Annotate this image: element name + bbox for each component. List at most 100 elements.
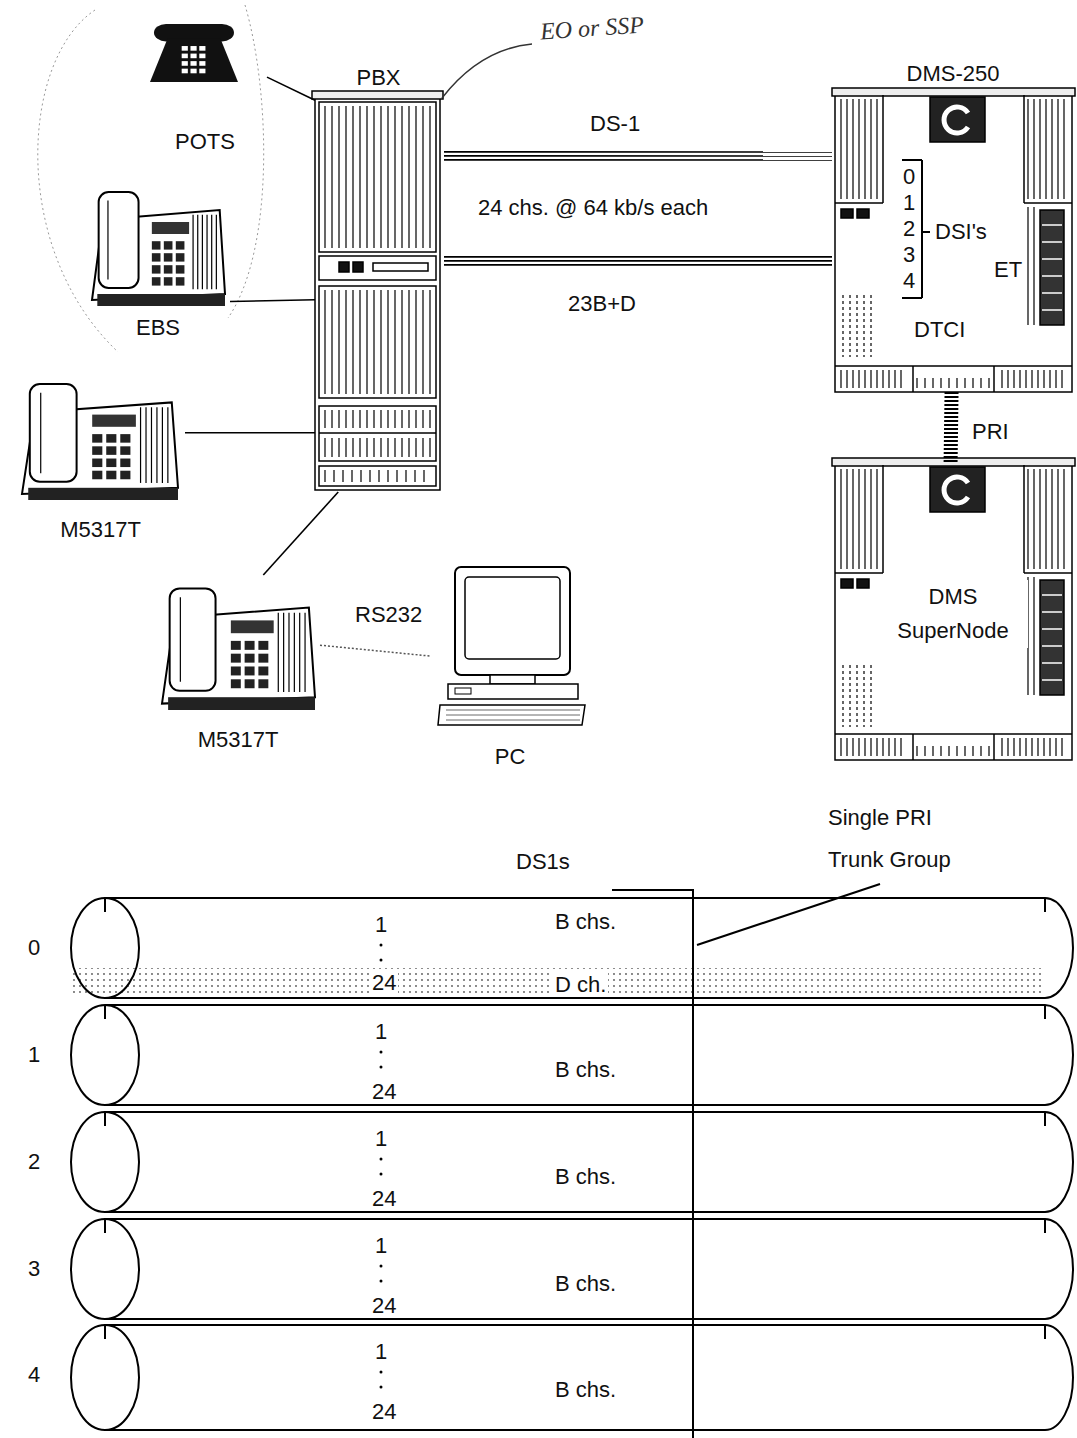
panel-stripe bbox=[888, 738, 889, 756]
key bbox=[92, 471, 102, 480]
panel-stripe bbox=[1013, 738, 1014, 756]
panel-stripe bbox=[415, 438, 416, 457]
panel-stripe bbox=[387, 470, 388, 482]
panel-stripe bbox=[948, 746, 949, 756]
slot bbox=[373, 263, 428, 271]
node-label: 1 bbox=[373, 1340, 389, 1364]
key-row bbox=[446, 715, 580, 716]
node-label: POTS bbox=[145, 130, 265, 154]
panel-stripe bbox=[396, 470, 397, 482]
key bbox=[152, 265, 161, 273]
panel-stripe bbox=[870, 99, 871, 199]
panel-stripe bbox=[331, 438, 332, 457]
cylinder-tick bbox=[1044, 898, 1046, 912]
panel-stripe bbox=[894, 738, 895, 756]
system-unit bbox=[448, 684, 578, 699]
key-column bbox=[294, 613, 295, 692]
connector-line bbox=[267, 77, 315, 100]
indicator bbox=[841, 209, 853, 218]
key bbox=[182, 54, 188, 59]
panel-stripe bbox=[980, 746, 981, 756]
ellipsis-dot bbox=[380, 959, 383, 962]
panel-stripe bbox=[415, 106, 416, 248]
power-shelf bbox=[319, 466, 436, 486]
panel-stripe bbox=[1043, 370, 1044, 388]
key bbox=[164, 253, 173, 261]
phone-base bbox=[168, 697, 315, 710]
panel-stripe bbox=[387, 290, 388, 394]
panel-stripe bbox=[408, 438, 409, 457]
node-label: 24 bbox=[370, 1080, 398, 1104]
module-gap bbox=[1042, 241, 1062, 243]
panel-stripe bbox=[1051, 469, 1052, 569]
panel-stripe bbox=[932, 378, 933, 388]
node-label: PBX bbox=[315, 66, 442, 90]
panel-stripe bbox=[1039, 469, 1040, 569]
panel-stripe bbox=[359, 438, 360, 457]
panel-stripe bbox=[1043, 738, 1044, 756]
panel-stripe bbox=[1033, 577, 1034, 695]
group-bracket bbox=[612, 889, 694, 891]
panel-stripe bbox=[1055, 370, 1056, 388]
node-label: B chs. bbox=[553, 910, 618, 934]
panel-stripe bbox=[429, 106, 430, 248]
panel-stripe bbox=[360, 470, 361, 482]
module-gap bbox=[1042, 679, 1062, 681]
panel-stripe bbox=[373, 438, 374, 457]
shelf-rail bbox=[912, 366, 914, 392]
key bbox=[176, 253, 185, 261]
module-gap bbox=[1042, 309, 1062, 311]
panel-stripe bbox=[373, 410, 374, 428]
link-label: DS-1 bbox=[590, 112, 640, 136]
key-column bbox=[211, 215, 212, 289]
key bbox=[199, 46, 205, 51]
panel-stripe bbox=[1057, 469, 1058, 569]
cylinder-tick bbox=[104, 898, 106, 912]
panel-stripe bbox=[324, 106, 325, 248]
key-column bbox=[299, 613, 300, 692]
shelf-rail bbox=[1024, 202, 1072, 204]
screen bbox=[465, 577, 560, 659]
cylinder-end bbox=[1045, 898, 1073, 998]
key bbox=[152, 253, 161, 261]
panel-stripe bbox=[331, 290, 332, 394]
panel-stripe bbox=[864, 738, 865, 756]
terminal-device: POTS bbox=[145, 20, 267, 156]
drive-slot bbox=[455, 688, 471, 694]
panel-stripe bbox=[956, 746, 957, 756]
panel-stripe bbox=[1061, 738, 1062, 756]
panel-stripe bbox=[1049, 370, 1050, 388]
ds1-cylinder: 3124B chs. bbox=[70, 1219, 1077, 1320]
panel-stripe bbox=[876, 738, 877, 756]
ds1-cylinder: 0124B chs.D ch. bbox=[70, 898, 1077, 999]
panel-stripe bbox=[401, 438, 402, 457]
cylinder-end bbox=[71, 1112, 139, 1212]
callout-number: 0 bbox=[903, 165, 915, 189]
shelf-rail bbox=[835, 733, 1072, 735]
cylinder-end bbox=[1045, 1005, 1073, 1105]
callout-number: 1 bbox=[903, 191, 915, 215]
panel-stripe bbox=[387, 438, 388, 457]
panel-stripe bbox=[940, 378, 941, 388]
key bbox=[231, 654, 241, 663]
logo-mark bbox=[944, 107, 968, 133]
panel-stripe bbox=[414, 470, 415, 482]
display bbox=[152, 222, 189, 234]
panel-stripe bbox=[1055, 738, 1056, 756]
node-label: 1 bbox=[373, 1234, 389, 1258]
panel-stripe bbox=[1007, 370, 1008, 388]
panel-stripe bbox=[429, 410, 430, 428]
panel-stripe bbox=[345, 106, 346, 248]
panel-stripe bbox=[900, 738, 901, 756]
panel-stripe bbox=[863, 295, 864, 357]
card-shelf bbox=[319, 406, 436, 461]
panel-stripe bbox=[948, 378, 949, 388]
ellipsis-dot bbox=[380, 944, 383, 947]
ds1-cylinder: 4124B chs. bbox=[70, 1325, 1077, 1430]
node-label: M5317T bbox=[158, 728, 318, 752]
stroke bbox=[990, 1218, 1045, 1220]
bracket bbox=[902, 297, 922, 299]
panel-stripe bbox=[429, 438, 430, 457]
control-band bbox=[319, 256, 436, 280]
callout-number: 4 bbox=[903, 269, 915, 293]
